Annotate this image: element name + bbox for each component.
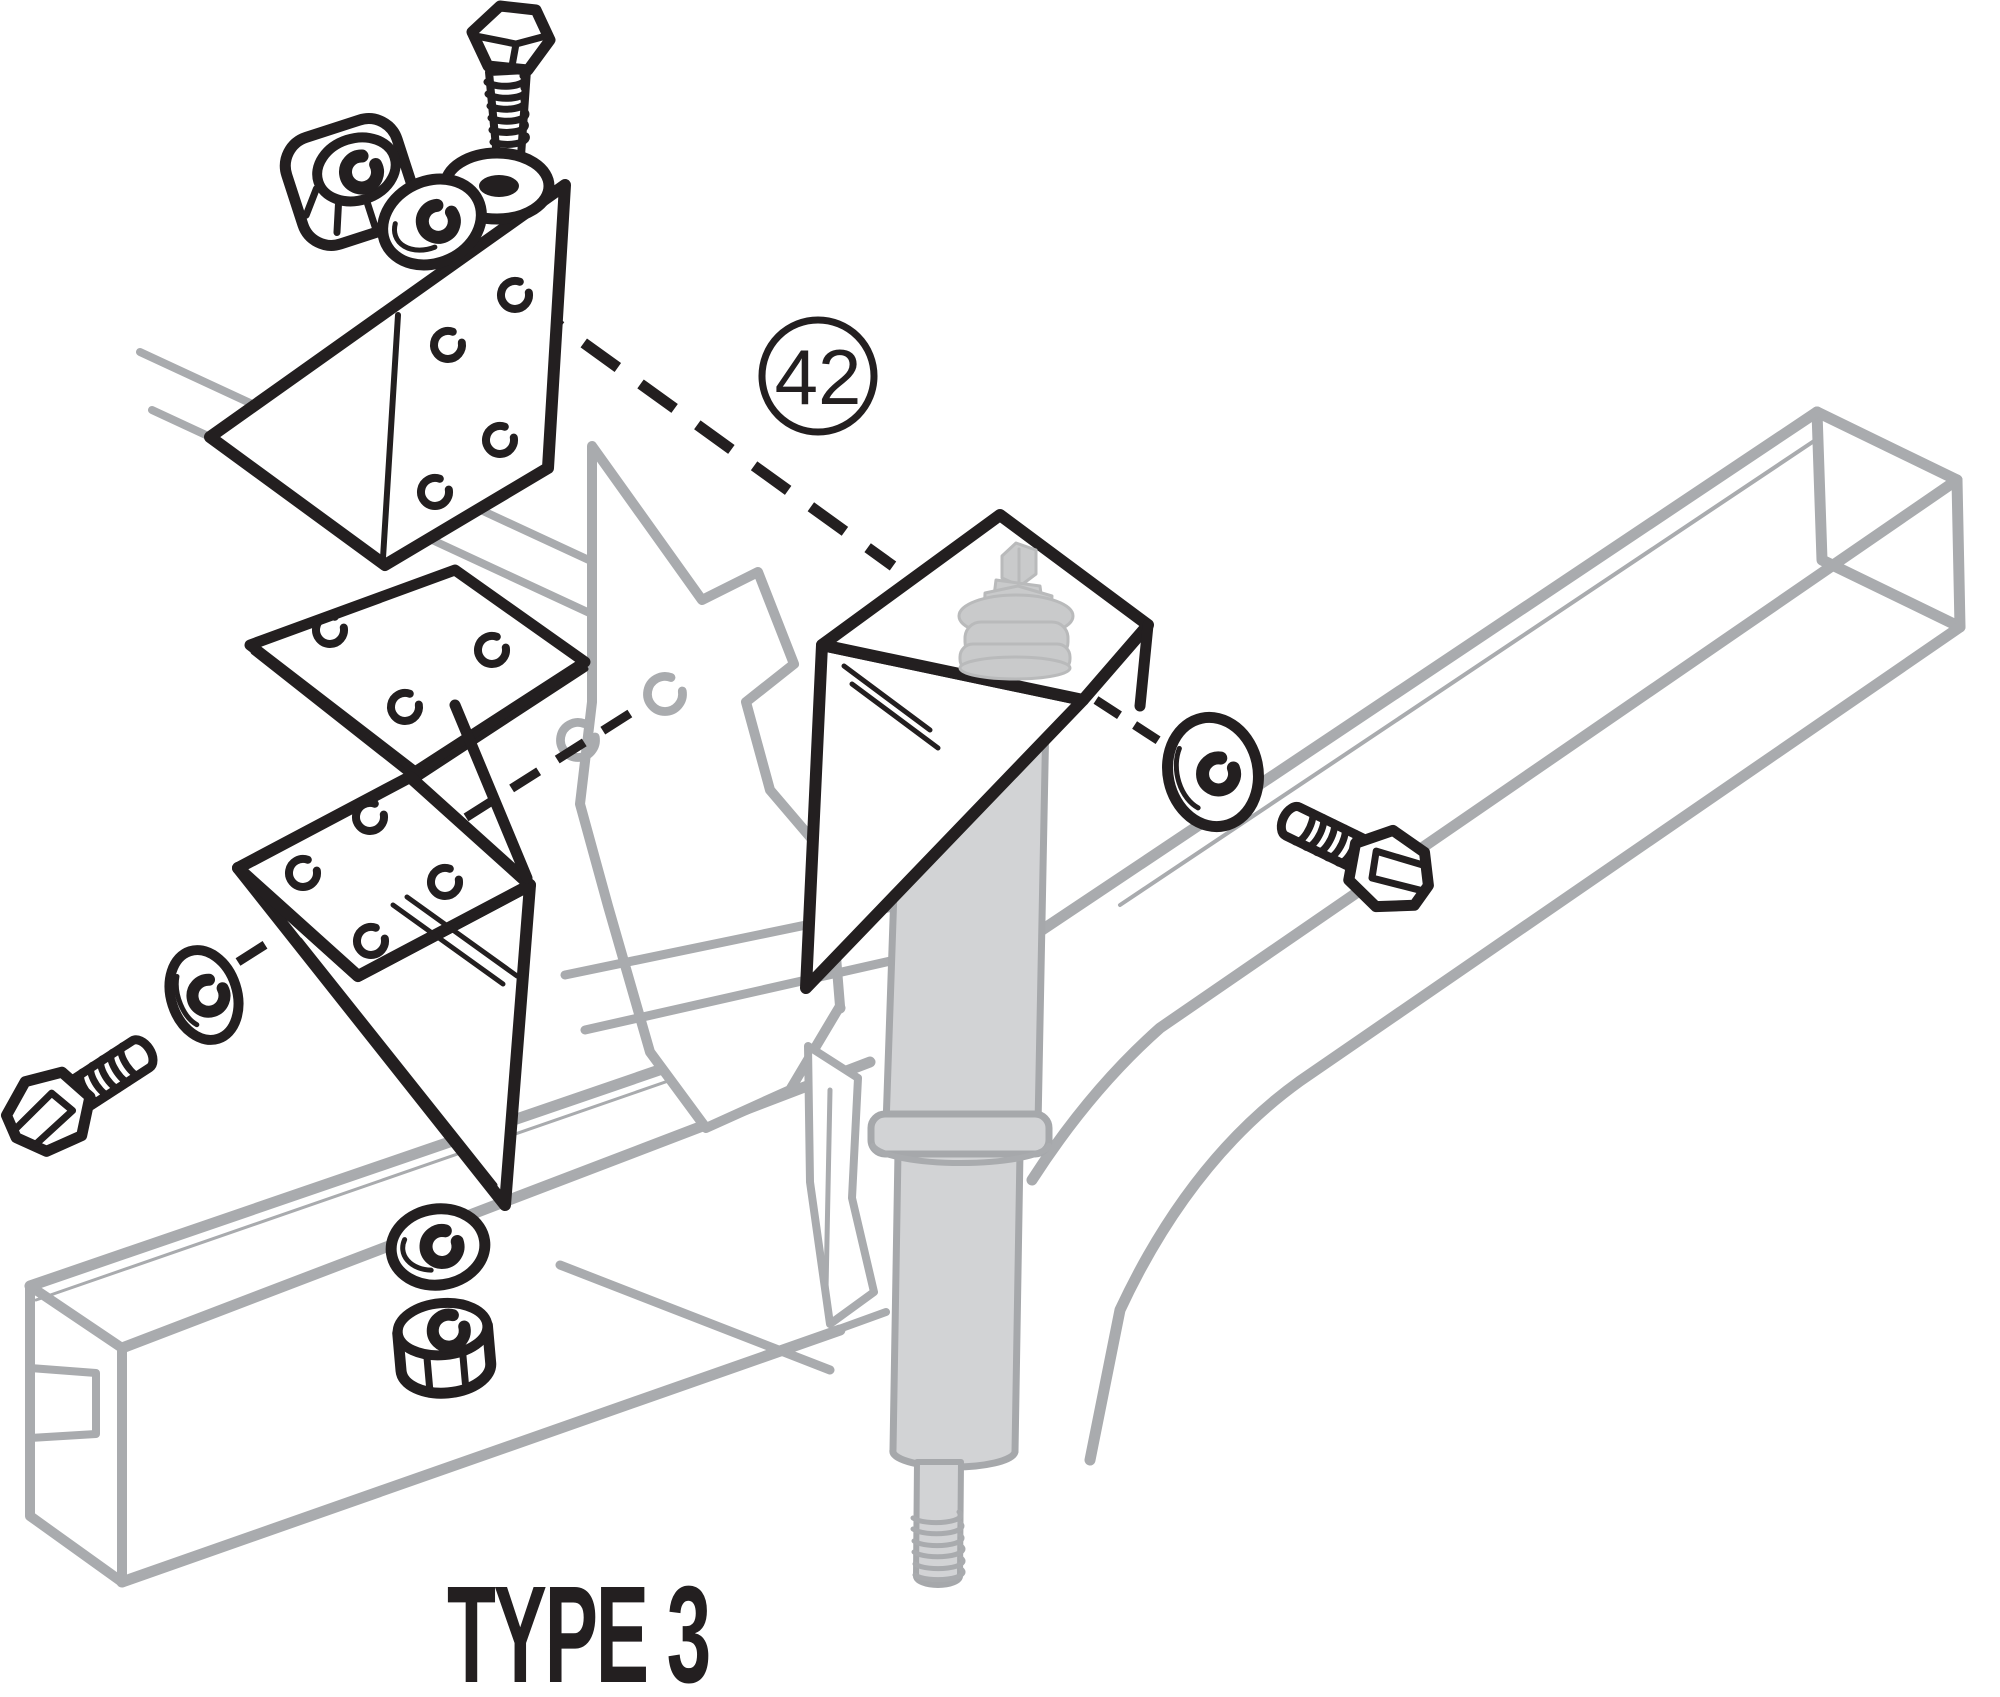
lock-nut-bottom	[392, 1297, 497, 1399]
callout-number: 42	[775, 333, 862, 421]
flat-washer-bottom	[385, 1203, 491, 1291]
callout-42: 42	[758, 316, 878, 436]
shock-collar	[867, 1110, 1053, 1158]
lower-bracket	[232, 699, 536, 1211]
flat-washer-right	[1162, 711, 1264, 833]
lock-nut-top-left	[279, 113, 421, 251]
bolt-threads	[483, 72, 530, 148]
upper-bracket	[204, 179, 571, 571]
leader-dashed-top	[523, 297, 897, 571]
background-frame	[24, 348, 1966, 1588]
shock-lower-tube	[889, 1148, 1024, 1471]
flat-washer-top-left	[377, 173, 487, 271]
frame-rail-right	[1024, 406, 1966, 1466]
leader-dashed-right	[1093, 696, 1173, 752]
callout-circle	[758, 316, 878, 436]
figure-title: TYPE 3	[447, 1558, 711, 1697]
flat-washer-left	[164, 945, 244, 1045]
hex-bolt-right	[1276, 802, 1434, 913]
hex-bolt-top	[439, 0, 556, 225]
adapter-plate	[244, 564, 591, 782]
knuckle	[555, 441, 900, 1376]
shock-rod-threads	[910, 1509, 966, 1583]
bushing-stud	[957, 541, 1075, 681]
hex-bolt-left	[0, 1035, 158, 1157]
